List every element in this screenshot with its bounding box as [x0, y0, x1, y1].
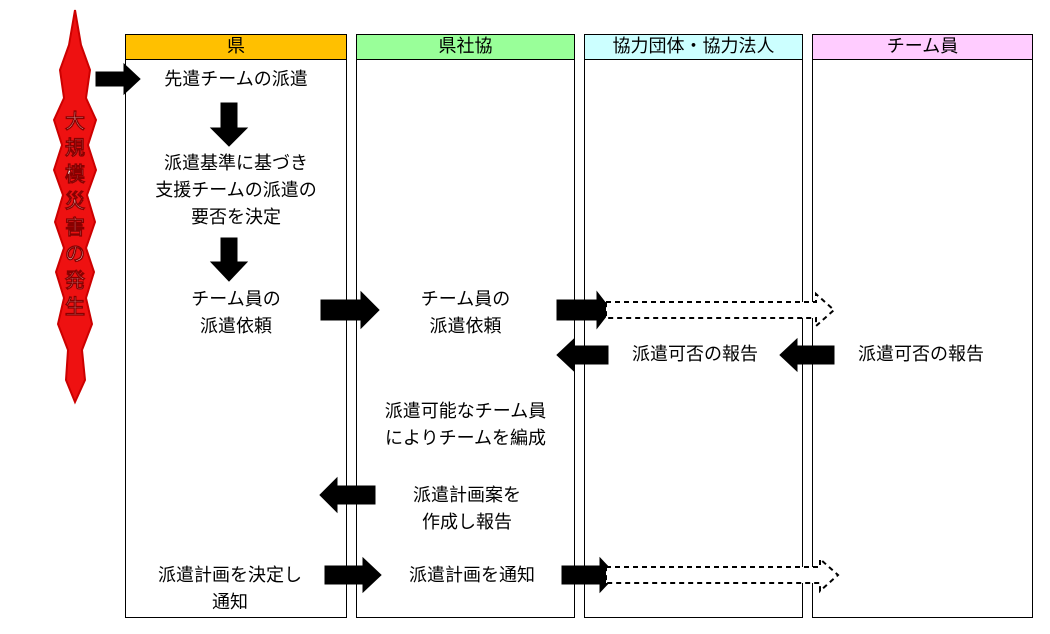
- step-report-availability-orgs: 派遣可否の報告: [632, 344, 758, 365]
- arrow-down-2: [209, 237, 249, 282]
- lane-prefecture: 県: [125, 34, 347, 618]
- step-request-members-pref-line-2: 派遣依頼: [200, 316, 272, 337]
- lane-header-cooperating-orgs: 協力団体・協力法人: [585, 35, 802, 60]
- lane-cooperating-orgs: 協力団体・協力法人: [584, 34, 803, 618]
- disaster-burst-char: 大: [65, 109, 85, 133]
- lane-header-social-welfare-council: 県社協: [357, 35, 574, 60]
- disaster-burst-char: 害: [65, 215, 85, 239]
- step-advance-team: 先遣チームの派遣: [164, 69, 308, 90]
- arrow-orgs-to-members-notify-dashed: [605, 556, 840, 594]
- arrow-pref-to-council-request: [320, 290, 380, 330]
- arrow-orgs-to-members-request-dashed: [605, 291, 836, 329]
- arrow-council-to-pref-draft: [319, 476, 376, 514]
- lane-social-welfare-council: 県社協: [356, 34, 575, 618]
- step-notify-plan: 派遣計画を通知: [409, 565, 535, 586]
- disaster-burst-char: 規: [65, 136, 85, 160]
- step-draft-plan-line-2: 作成し報告: [422, 512, 512, 533]
- step-decide-dispatch-line-3: 要否を決定: [191, 207, 281, 228]
- step-decide-plan-line-1: 派遣計画を決定し: [158, 565, 302, 586]
- arrow-burst-to-advance-team: [95, 62, 141, 96]
- step-request-members-council-line-1: チーム員の: [420, 289, 511, 310]
- step-draft-plan-line-1: 派遣計画案を: [413, 485, 521, 506]
- arrow-pref-to-council-notify: [324, 556, 382, 594]
- arrow-members-to-orgs-report: [779, 337, 835, 373]
- step-report-availability-members: 派遣可否の報告: [858, 344, 984, 365]
- disaster-burst-label: 大規模災害の発生: [64, 109, 86, 319]
- disaster-burst-char: 生: [65, 295, 85, 319]
- arrow-council-to-orgs-request: [556, 290, 612, 330]
- step-decide-plan: 派遣計画を決定し 通知: [130, 562, 330, 616]
- step-decide-dispatch: 派遣基準に基づき 支援チームの派遣の 要否を決定: [125, 150, 347, 231]
- step-decide-plan-line-2: 通知: [212, 592, 248, 613]
- disaster-burst-char: 模: [65, 162, 86, 186]
- arrow-down-1: [209, 102, 249, 147]
- disaster-burst-char: 発: [64, 268, 86, 292]
- step-decide-dispatch-line-2: 支援チームの派遣の: [155, 180, 317, 201]
- step-decide-dispatch-line-1: 派遣基準に基づき: [164, 153, 308, 174]
- step-request-members-pref: チーム員の 派遣依頼: [125, 286, 347, 340]
- step-form-team: 派遣可能なチーム員 によりチームを編成: [356, 398, 575, 452]
- lane-team-members: チーム員: [812, 34, 1033, 618]
- step-request-members-council-line-2: 派遣依頼: [429, 316, 502, 337]
- disaster-burst-shape: [52, 9, 98, 405]
- disaster-burst-char: 災: [65, 189, 86, 213]
- lane-header-prefecture: 県: [126, 35, 346, 60]
- arrow-orgs-to-council-report: [556, 337, 609, 373]
- step-request-members-pref-line-1: チーム員の: [191, 289, 281, 310]
- step-draft-plan: 派遣計画案を 作成し報告: [372, 482, 562, 536]
- step-form-team-line-2: によりチームを編成: [384, 428, 547, 449]
- step-request-members-council: チーム員の 派遣依頼: [356, 286, 575, 340]
- lane-header-team-members: チーム員: [813, 35, 1032, 60]
- disaster-burst-char: の: [65, 242, 85, 266]
- step-form-team-line-1: 派遣可能なチーム員: [384, 401, 547, 422]
